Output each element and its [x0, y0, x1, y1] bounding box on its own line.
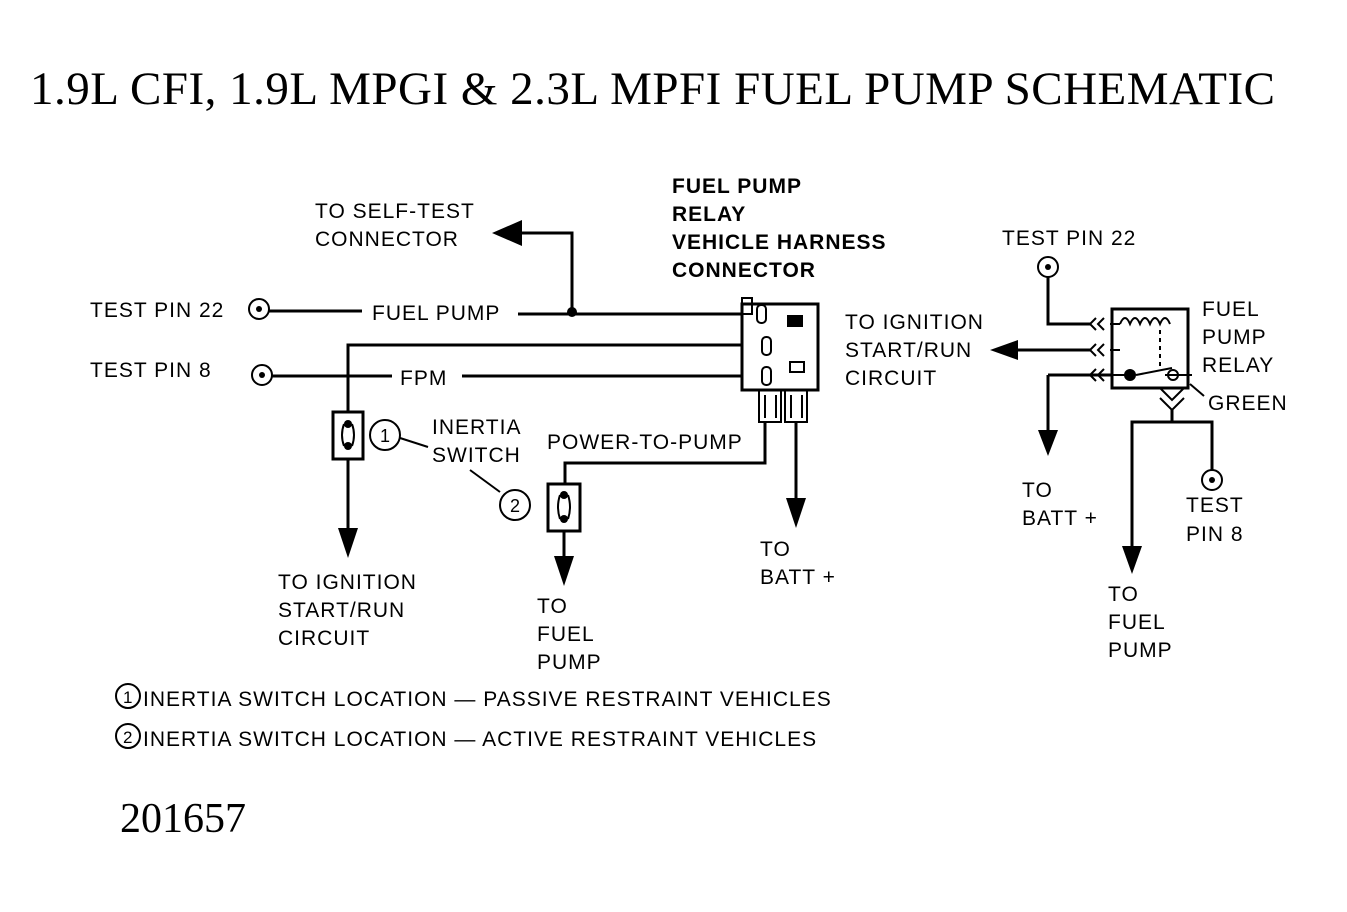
left-schematic: TO SELF-TEST CONNECTOR FUEL PUMP RELAY V…: [90, 175, 984, 674]
inertia-label-1: INERTIA: [432, 416, 521, 439]
right-test-pin-8-label-1: TEST: [1186, 494, 1244, 517]
marker-1-leader: [399, 437, 429, 448]
test-pin-8-label: TEST PIN 8: [90, 359, 212, 382]
relay-harness-connector: [740, 297, 820, 423]
marker-2-icon: [499, 489, 531, 521]
ignition-feed-wire: [346, 343, 742, 412]
relay-connector-label-2: RELAY: [672, 203, 746, 226]
self-test-label-1: TO SELF-TEST: [315, 200, 475, 223]
to-fuel-pump-label-2: FUEL: [537, 623, 595, 646]
right-fuel-pump-label-3: PUMP: [1108, 639, 1173, 662]
note-2-text: INERTIA SWITCH LOCATION — ACTIVE RESTRAI…: [143, 728, 817, 751]
relay-connector-label-1: FUEL PUMP: [672, 175, 802, 198]
ignition-bottom-label-2: START/RUN: [278, 599, 405, 622]
marker-2-text: 2: [510, 496, 520, 516]
marker-1-icon: [369, 419, 401, 451]
marker-2-leader: [469, 469, 501, 493]
test-pin-22-label: TEST PIN 22: [90, 299, 224, 322]
power-to-pump-label: POWER-TO-PUMP: [547, 431, 743, 454]
right-ignition-arrow-icon: [990, 340, 1018, 360]
to-batt-label-2: BATT +: [760, 566, 836, 589]
relay-output-chevrons: [1159, 387, 1185, 412]
relay-coil-icon: [1119, 317, 1171, 327]
green-label: GREEN: [1208, 392, 1288, 415]
right-output-wire: [1130, 420, 1214, 564]
inertia-switch-1: [331, 410, 365, 461]
right-test-pin-8-terminal-icon: [1201, 469, 1223, 491]
ignition-bottom-label-3: CIRCUIT: [278, 627, 370, 650]
to-batt-arrow-icon: [786, 498, 806, 528]
self-test-label-2: CONNECTOR: [315, 228, 459, 251]
right-to-batt-label-1: TO: [1022, 479, 1053, 502]
fuel-pump-wire-label: FUEL PUMP: [372, 302, 500, 325]
right-relay-label-2: PUMP: [1202, 326, 1267, 349]
test-pin-22-terminal-icon: [248, 298, 270, 320]
note-2-marker: 2: [123, 728, 132, 747]
right-relay-label-1: FUEL: [1202, 298, 1260, 321]
right-test-pin-22-label: TEST PIN 22: [1002, 227, 1136, 250]
diagram-title: 1.9L CFI, 1.9L MPGI & 2.3L MPFI FUEL PUM…: [30, 63, 1276, 115]
footnotes: 1 INERTIA SWITCH LOCATION — PASSIVE REST…: [115, 683, 832, 751]
relay-connector-chevrons: [1088, 317, 1105, 382]
ignition-bottom-arrow-icon: [338, 528, 358, 558]
ignition-right-label-2: START/RUN: [845, 339, 972, 362]
right-fuel-pump-label-2: FUEL: [1108, 611, 1166, 634]
note-1-marker: 1: [123, 688, 132, 707]
note-1-marker-icon: [115, 683, 141, 709]
self-test-arrow-icon: [492, 220, 522, 246]
to-fuel-pump-arrow-icon: [554, 556, 574, 586]
fuel-pump-relay: [1110, 307, 1190, 390]
to-fuel-pump-label-1: TO: [537, 595, 568, 618]
relay-connector-label-3: VEHICLE HARNESS: [672, 231, 887, 254]
relay-contact-icon: [1124, 369, 1136, 381]
right-test-pin-8-label-2: PIN 8: [1186, 523, 1244, 546]
ignition-bottom-label-1: TO IGNITION: [278, 571, 417, 594]
green-leader: [1189, 383, 1205, 397]
right-batt-arrow-icon: [1038, 430, 1058, 456]
to-fuel-pump-label-3: PUMP: [537, 651, 602, 674]
right-schematic: TEST PIN 22 FUEL PUMP RELAY GREEN: [990, 227, 1288, 662]
figure-number: 201657: [120, 796, 246, 842]
note-2-marker-icon: [115, 723, 141, 749]
fpm-wire-label: FPM: [400, 367, 447, 390]
note-1-text: INERTIA SWITCH LOCATION — PASSIVE RESTRA…: [143, 688, 832, 711]
power-to-pump-wire: [563, 422, 767, 484]
right-fuel-pump-label-1: TO: [1108, 583, 1139, 606]
relay-connector-label-4: CONNECTOR: [672, 259, 816, 282]
ignition-right-label-3: CIRCUIT: [845, 367, 937, 390]
right-relay-label-3: RELAY: [1202, 354, 1274, 377]
self-test-wire: [498, 231, 574, 312]
ignition-right-label-1: TO IGNITION: [845, 311, 984, 334]
right-to-batt-label-2: BATT +: [1022, 507, 1098, 530]
to-batt-label-1: TO: [760, 538, 791, 561]
marker-1-text: 1: [380, 426, 390, 446]
right-pin-22-wire: [1046, 277, 1090, 326]
right-fuel-pump-arrow-icon: [1122, 546, 1142, 574]
inertia-label-2: SWITCH: [432, 444, 521, 467]
